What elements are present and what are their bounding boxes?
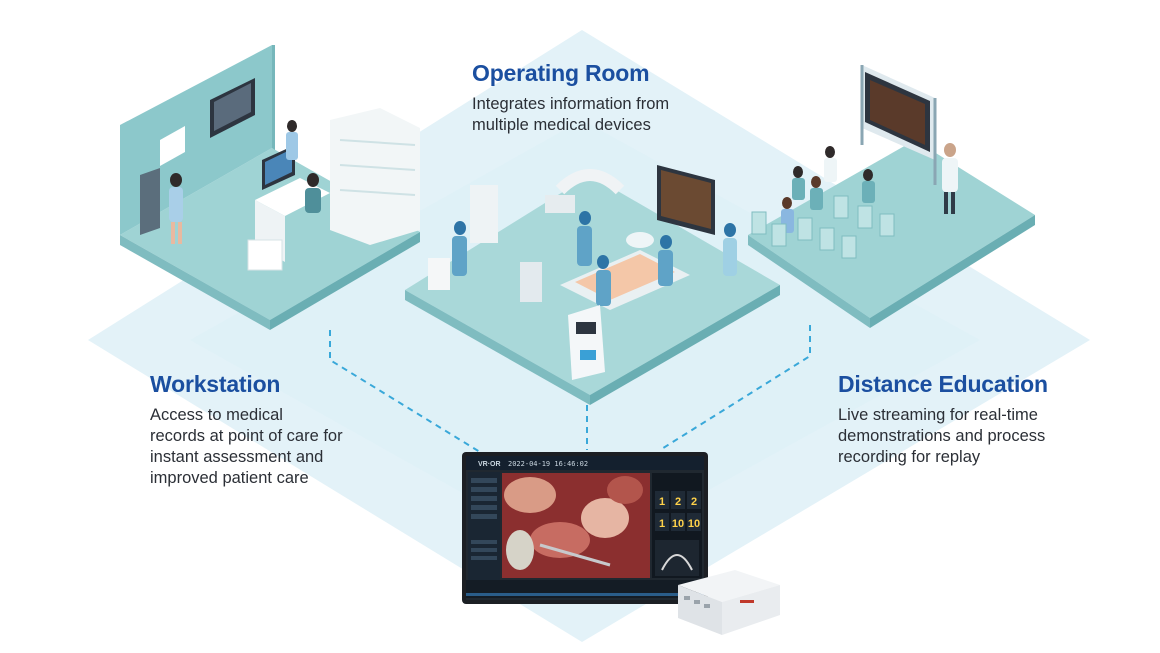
vital-value: 2 [675,496,681,508]
distance-education-description: Live streaming for real-time demonstrati… [838,406,1046,466]
vital-box [671,491,685,509]
operating-room-title: Operating Room [472,60,650,86]
operating-room-description: Integrates information from multiple med… [472,95,670,134]
vital-value: 1 [659,518,665,530]
distance-education-room [748,65,1035,328]
vital-value: 1 [659,496,665,508]
workstation-title: Workstation [150,371,281,397]
distance-education-title: Distance Education [838,371,1048,397]
vital-box [687,513,701,531]
svg-text:VR·OR: VR·OR [478,461,501,468]
workstation-description: Access to medical records at point of ca… [150,406,343,487]
vital-box [687,491,701,509]
operating-room [405,165,780,405]
dashed-connectors [329,325,811,453]
vital-box [655,491,669,509]
monitor-header-text: 2022-04-19 16:46:02 [508,460,588,468]
edge-computer [678,570,780,635]
vital-box [671,513,685,531]
vital-value: 2 [691,496,697,508]
vital-box [655,513,669,531]
workstation-room [120,45,420,330]
vital-value: 10 [672,518,684,530]
vital-value: 10 [688,518,700,530]
